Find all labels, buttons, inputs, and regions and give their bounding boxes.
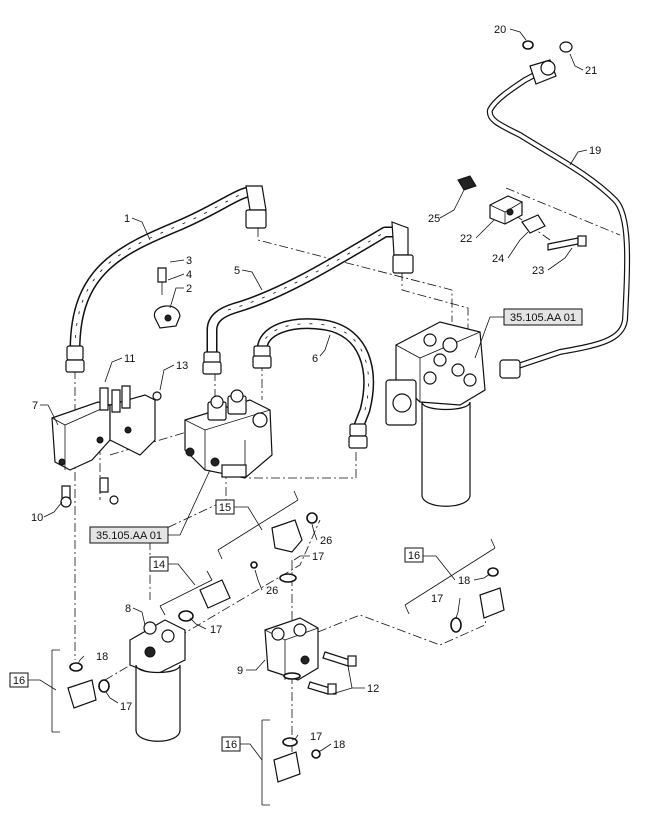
- callout-21: 21: [585, 65, 597, 77]
- callout-8: 8: [125, 603, 131, 615]
- callout-24: 24: [492, 253, 504, 265]
- callout-17b: 17: [210, 624, 222, 636]
- callout-26b: 26: [266, 585, 278, 597]
- group-16-left: 16: [9, 649, 60, 733]
- bracket-7: [51, 267, 181, 508]
- clamp-block: [457, 175, 587, 251]
- group-15: 15: [215, 490, 299, 560]
- callout-7: 7: [32, 400, 38, 412]
- valve-9: [264, 617, 357, 695]
- callout-9: 9: [237, 665, 243, 677]
- callout-17a: 17: [312, 551, 324, 563]
- callout-1: 1: [124, 213, 130, 225]
- callout-25: 25: [428, 213, 440, 225]
- callout-3: 3: [186, 255, 192, 267]
- group-14: 14: [149, 556, 213, 616]
- callout-13: 13: [176, 360, 188, 372]
- callout-18a: 18: [458, 575, 470, 587]
- hose-1: [65, 185, 267, 373]
- filter-8: [129, 619, 186, 742]
- callout-12: 12: [367, 683, 379, 695]
- group-15-label: 15: [219, 502, 231, 514]
- filter-assembly-right: [385, 321, 486, 507]
- group-16-right-label: 16: [408, 550, 420, 562]
- reference-left[interactable]: 35.105.AA 01: [89, 469, 211, 544]
- callout-numbers: 1 2 3 4 5 6 7 8 9 10 11 12 13 17 17 17 1…: [31, 24, 601, 751]
- callout-20: 20: [494, 24, 506, 36]
- callout-17c: 17: [431, 593, 443, 605]
- callout-26a: 26: [320, 535, 332, 547]
- reference-right[interactable]: 35.105.AA 01: [474, 308, 583, 359]
- callout-4: 4: [186, 269, 192, 281]
- group-16-bottom: 16: [221, 719, 270, 806]
- callout-leaders: [40, 28, 588, 753]
- hydraulic-pump: [184, 389, 273, 479]
- callout-2: 2: [186, 283, 192, 295]
- group-16-right: 16: [404, 538, 496, 615]
- callout-5: 5: [234, 265, 240, 277]
- reference-right-label: 35.105.AA 01: [510, 312, 576, 324]
- callout-18b: 18: [96, 651, 108, 663]
- tube-19: [486, 59, 631, 379]
- callout-17e: 17: [310, 731, 322, 743]
- fittings-20-21: [522, 40, 573, 53]
- group-16-left-label: 16: [13, 675, 25, 687]
- hose-6: [252, 318, 375, 449]
- callout-22: 22: [460, 233, 472, 245]
- group-14-label: 14: [153, 559, 165, 571]
- callout-6: 6: [312, 353, 318, 365]
- group-16-bottom-label: 16: [225, 739, 237, 751]
- callout-23: 23: [532, 265, 544, 277]
- callout-18c: 18: [333, 739, 345, 751]
- reference-left-label: 35.105.AA 01: [96, 530, 162, 542]
- callout-19: 19: [589, 145, 601, 157]
- callout-17d: 17: [120, 701, 132, 713]
- fittings-and-orings: [67, 512, 505, 783]
- callout-10: 10: [31, 512, 43, 524]
- hose-5: [202, 221, 414, 375]
- callout-11: 11: [124, 353, 135, 365]
